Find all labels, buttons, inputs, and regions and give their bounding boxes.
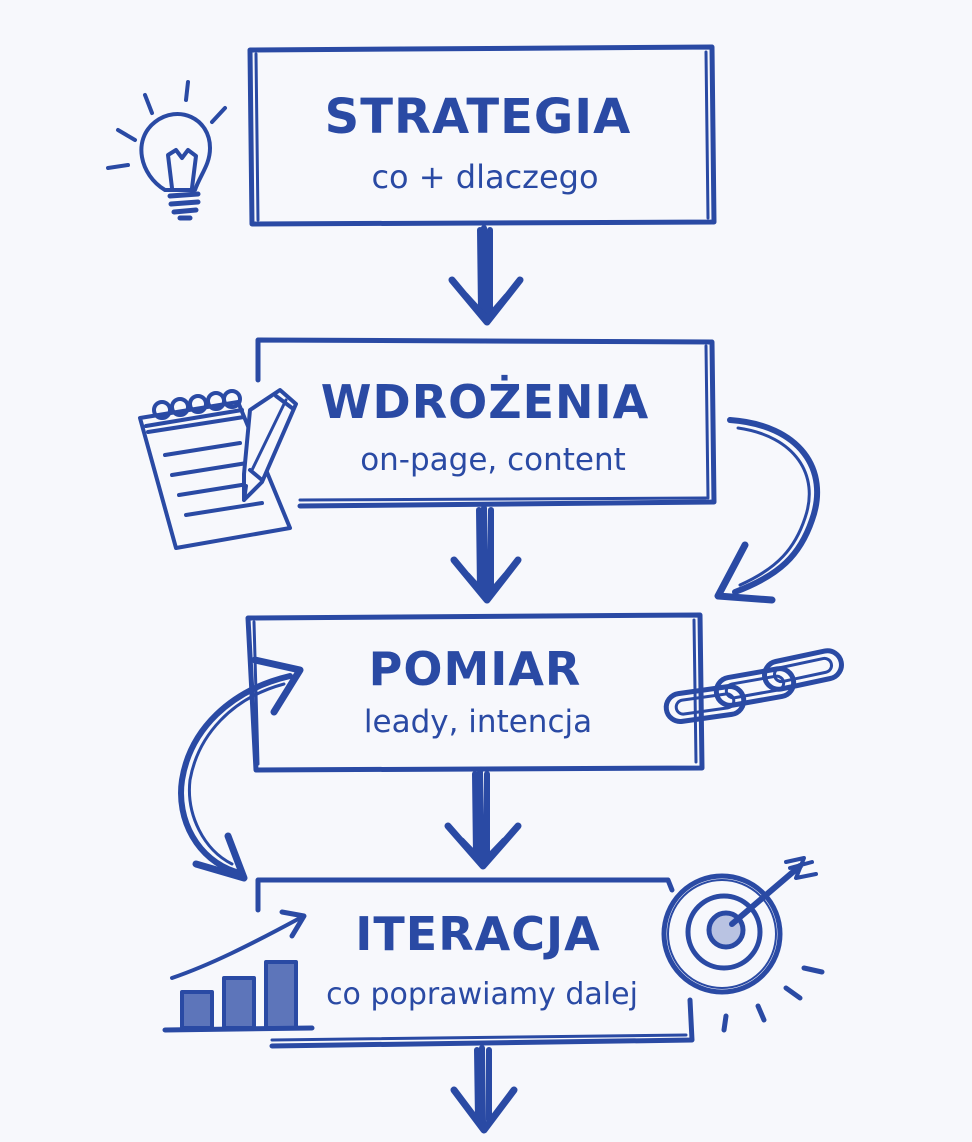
step-subtitle: on-page, content bbox=[360, 442, 626, 478]
step-subtitle: leady, intencja bbox=[364, 704, 592, 740]
arrow-down bbox=[448, 225, 524, 326]
step-box bbox=[255, 337, 717, 509]
step-box bbox=[255, 877, 695, 1049]
step-iteracja: ITERACJA co poprawiamy dalej bbox=[255, 877, 695, 1049]
chain-link-icon bbox=[663, 648, 844, 724]
arrow-down bbox=[450, 505, 522, 604]
step-subtitle: co poprawiamy dalej bbox=[326, 977, 638, 1012]
step-strategia: STRATEGIA co + dlaczego bbox=[247, 44, 717, 227]
step-title: WDROŻENIA bbox=[321, 375, 649, 429]
step-subtitle: co + dlaczego bbox=[371, 158, 598, 196]
step-title: POMIAR bbox=[369, 642, 582, 696]
double-curved-arrow-left bbox=[178, 656, 304, 882]
step-box bbox=[247, 44, 717, 227]
curved-arrow-right bbox=[714, 417, 821, 604]
step-title: ITERACJA bbox=[355, 907, 600, 961]
arrow-down bbox=[444, 769, 522, 870]
step-wdrozenia: WDROŻENIA on-page, content bbox=[255, 337, 717, 509]
lightbulb-icon bbox=[106, 80, 227, 221]
step-box bbox=[245, 612, 705, 773]
step-pomiar: POMIAR leady, intencja bbox=[245, 612, 705, 773]
step-title: STRATEGIA bbox=[325, 89, 632, 145]
bar-chart-growth-icon bbox=[162, 909, 315, 1033]
notepad-pencil-icon bbox=[138, 388, 298, 550]
target-dart-icon bbox=[661, 856, 825, 1033]
arrow-down bbox=[450, 1045, 518, 1134]
